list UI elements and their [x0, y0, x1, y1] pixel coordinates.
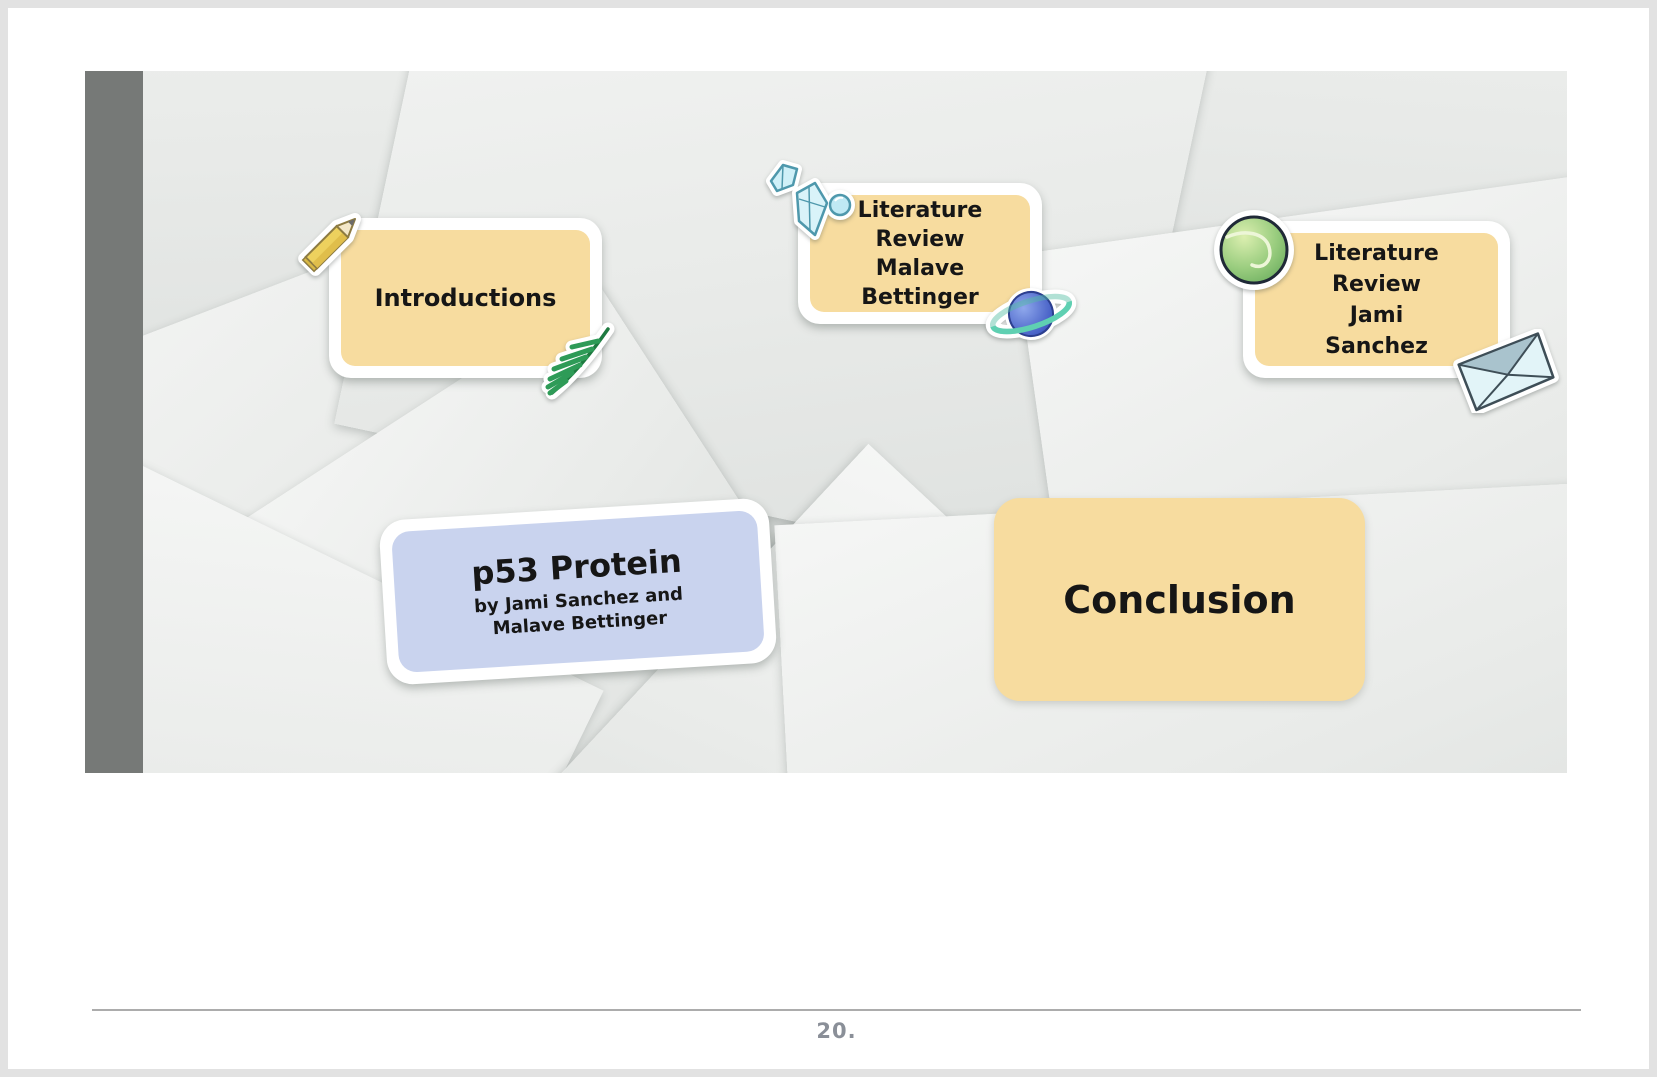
card-conclusion-label: Conclusion: [1063, 577, 1296, 622]
leaf-icon: [540, 321, 622, 401]
pencil-icon: [291, 197, 371, 289]
planet-icon: [985, 279, 1077, 349]
page-number: 20.: [816, 1019, 857, 1043]
card-literature-review-jami-label: Literature Review Jami Sanchez: [1314, 240, 1439, 359]
footer-divider: [92, 1009, 1581, 1011]
sidebar-gray-bar: [85, 71, 143, 773]
envelope-icon: [1449, 329, 1563, 413]
card-literature-review-malave-label: Literature Review Malave Bettinger: [857, 197, 983, 310]
crystals-icon: [763, 159, 855, 245]
tennis-ball-icon: [1211, 207, 1297, 293]
card-p53-protein[interactable]: p53 Protein by Jami Sanchez and Malave B…: [378, 497, 778, 686]
card-introductions-label: Introductions: [374, 284, 557, 312]
card-conclusion[interactable]: Conclusion: [994, 498, 1365, 701]
card-p53-subtitle: by Jami Sanchez and Malave Bettinger: [473, 583, 684, 640]
card-introductions[interactable]: Introductions: [329, 218, 602, 378]
slide-canvas: Introductions Literature Review Malave B…: [85, 71, 1567, 773]
card-literature-review-malave[interactable]: Literature Review Malave Bettinger: [798, 183, 1042, 324]
